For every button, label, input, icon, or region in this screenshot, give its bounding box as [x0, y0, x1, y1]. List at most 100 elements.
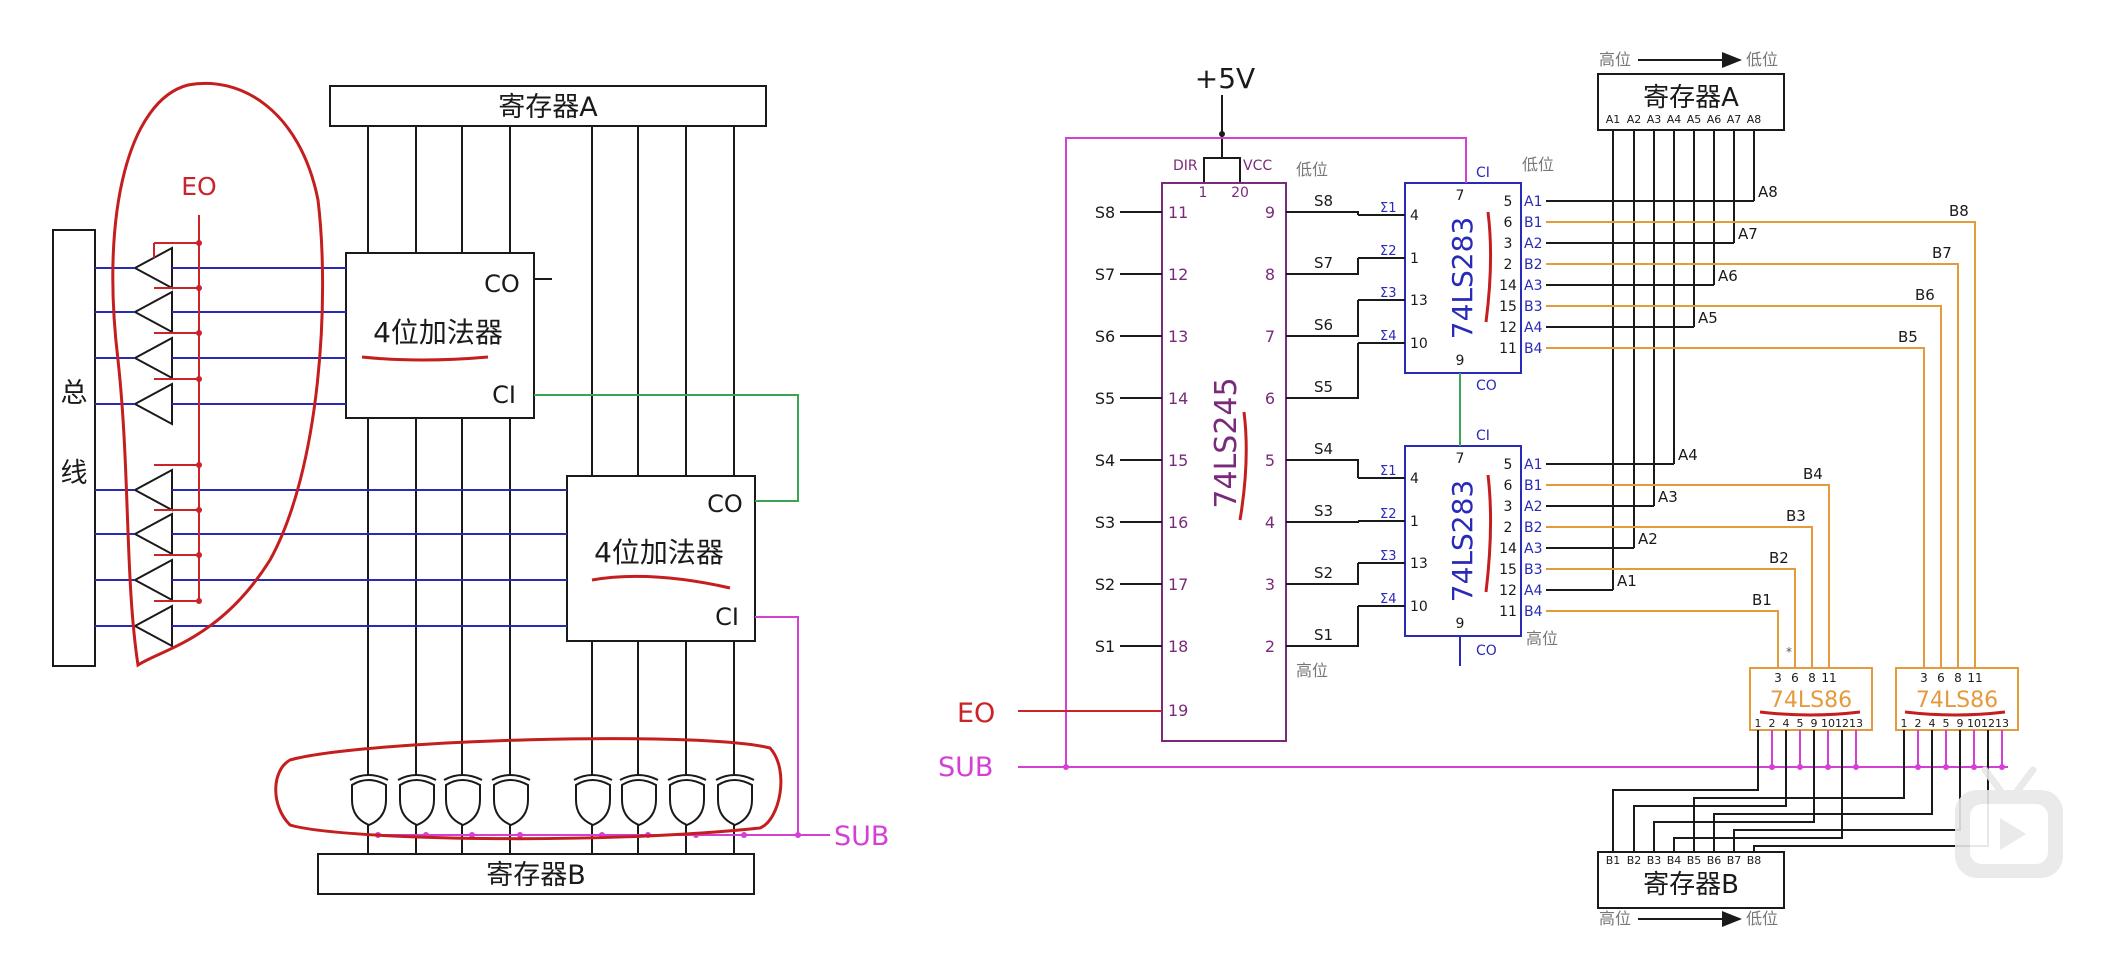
- reg-a-pin-A5: A5: [1687, 113, 1702, 126]
- a-net-6: A2: [1638, 530, 1658, 548]
- xor-right-bottom-pin-2: 2: [1915, 717, 1922, 730]
- ab-pin-upper-6: 15: [1499, 299, 1517, 315]
- ic-74ls283-upper-ci: CI: [1476, 165, 1490, 181]
- ic-74ls245: [1161, 182, 1287, 742]
- s-in-pin-4: 14: [1168, 389, 1188, 408]
- ab-pin-lower-5: 14: [1499, 541, 1517, 557]
- left-eo-label: EO: [181, 172, 216, 201]
- s-in-pin-5: 15: [1168, 451, 1188, 470]
- ab-lower-A2: A2: [1524, 499, 1542, 515]
- s-in-pin-1: 11: [1168, 203, 1188, 222]
- left-reg-lines: [367, 126, 735, 854]
- s-in-pin-3: 13: [1168, 327, 1188, 346]
- sum-label-upper-1: S8: [1314, 192, 1333, 210]
- xor-left-top-pin-11: 11: [1821, 671, 1836, 685]
- sigma-pin-upper-4: 10: [1410, 336, 1428, 352]
- left-register-a-label: 寄存器A: [498, 92, 598, 123]
- s-in-pin-6: 16: [1168, 513, 1188, 532]
- s-out-pin-4: 6: [1265, 389, 1275, 408]
- ic-74ls283-lower-label: 74LS283: [1446, 480, 1479, 602]
- vcc-label: +5V: [1195, 62, 1255, 95]
- xor-right-bottom-pin-9: 9: [1957, 717, 1964, 730]
- reg-a-pin-A2: A2: [1627, 113, 1642, 126]
- xor-right-top-pin-11: 11: [1967, 671, 1982, 685]
- reg-a-pin-A3: A3: [1647, 113, 1662, 126]
- ab-lower-A1: A1: [1524, 457, 1542, 473]
- reg-b-pin-B3: B3: [1647, 854, 1662, 867]
- ab-pin-lower-6: 15: [1499, 562, 1517, 578]
- s-out-pin-5: 5: [1265, 451, 1275, 470]
- ab-lower-A3: A3: [1524, 541, 1542, 557]
- left-xor-3: [443, 774, 483, 827]
- left-annotation-underline-1: [361, 355, 489, 362]
- ic-74ls86-left: [1749, 667, 1873, 731]
- reg-b-pin-B2: B2: [1627, 854, 1642, 867]
- a-net-4: A4: [1678, 446, 1698, 464]
- xor-left-bottom-pin-2: 2: [1769, 717, 1776, 730]
- b-net-lower-2: B2: [1769, 549, 1789, 567]
- left-register-b: [317, 853, 755, 895]
- low-bit-245: 低位: [1296, 160, 1328, 179]
- left-bus: [52, 229, 96, 667]
- xor-right-bottom-pin-1: 1: [1901, 717, 1908, 730]
- ab-pin-lower-3: 3: [1504, 499, 1513, 515]
- reg-a-high: 高位: [1599, 50, 1631, 69]
- ab-pin-lower-7: 12: [1499, 583, 1517, 599]
- s-out-pin-2: 8: [1265, 265, 1275, 284]
- ab-lower-B1: B1: [1524, 478, 1543, 494]
- sigma-pin-lower-3: 13: [1410, 556, 1428, 572]
- ic-74ls283-lower: [1404, 445, 1522, 637]
- sigma-lower-3: Σ3: [1380, 549, 1397, 564]
- sigma-pin-upper-1: 4: [1410, 208, 1419, 224]
- ab-lower-B2: B2: [1524, 520, 1543, 536]
- reg-a-pin-A8: A8: [1747, 113, 1762, 126]
- sigma-upper-3: Σ3: [1380, 286, 1397, 301]
- sum-label-lower-4: S1: [1314, 626, 1333, 644]
- xor-left-bottom-pin-9: 9: [1811, 717, 1818, 730]
- b-net-upper-2: B6: [1915, 286, 1935, 304]
- s-in-label-2: S7: [1095, 265, 1115, 284]
- s-out-pin-8: 2: [1265, 637, 1275, 656]
- dot-mark: *: [1786, 645, 1792, 659]
- s-in-label-3: S6: [1095, 327, 1115, 346]
- sum-label-upper-3: S6: [1314, 316, 1333, 334]
- reg-b-pin-B7: B7: [1727, 854, 1742, 867]
- left-buffers: [132, 246, 173, 648]
- annotation-86-right: [1904, 710, 2006, 717]
- ic-74ls245-dir: DIR: [1173, 158, 1198, 174]
- ab-pin-upper-8: 11: [1499, 341, 1517, 357]
- annotation-283-upper: [1484, 211, 1493, 323]
- s-in-pin-2: 12: [1168, 265, 1188, 284]
- ic-74ls283-lower-co: CO: [1476, 643, 1497, 659]
- right-register-b: [1597, 851, 1785, 909]
- reg-a-pin-A1: A1: [1606, 113, 1621, 126]
- left-xor-2: [397, 774, 437, 827]
- ab-upper-A4: A4: [1524, 320, 1543, 336]
- b-net-upper-3: B5: [1898, 328, 1918, 346]
- left-adder-upper-co: CO: [484, 270, 520, 298]
- a-net-0: A8: [1758, 183, 1778, 201]
- reg-b-pin-B6: B6: [1707, 854, 1722, 867]
- b-net-upper-1: B7: [1932, 244, 1952, 262]
- reg-b-pin-B8: B8: [1747, 854, 1762, 867]
- xor-right-top-pin-3: 3: [1920, 671, 1928, 685]
- left-xor-8: [715, 774, 755, 827]
- reg-a-pin-A6: A6: [1707, 113, 1722, 126]
- s-in-label-5: S4: [1095, 451, 1115, 470]
- ab-upper-A2: A2: [1524, 236, 1542, 252]
- xor-right-bottom-pin-10: 10: [1967, 717, 1981, 730]
- left-adder-upper-ci: CI: [492, 381, 516, 409]
- left-eo-dots: [196, 240, 202, 604]
- left-xor-6: [619, 774, 659, 827]
- sigma-upper-2: Σ2: [1380, 244, 1397, 259]
- s-out-pin-3: 7: [1265, 327, 1275, 346]
- ab-upper-B4: B4: [1524, 341, 1543, 357]
- left-xor-5: [573, 774, 613, 827]
- ab-pin-lower-1: 5: [1504, 457, 1513, 473]
- xor-left-bottom-pin-13: 13: [1849, 717, 1863, 730]
- s-out-pin-7: 3: [1265, 575, 1275, 594]
- right-register-a: [1597, 73, 1785, 131]
